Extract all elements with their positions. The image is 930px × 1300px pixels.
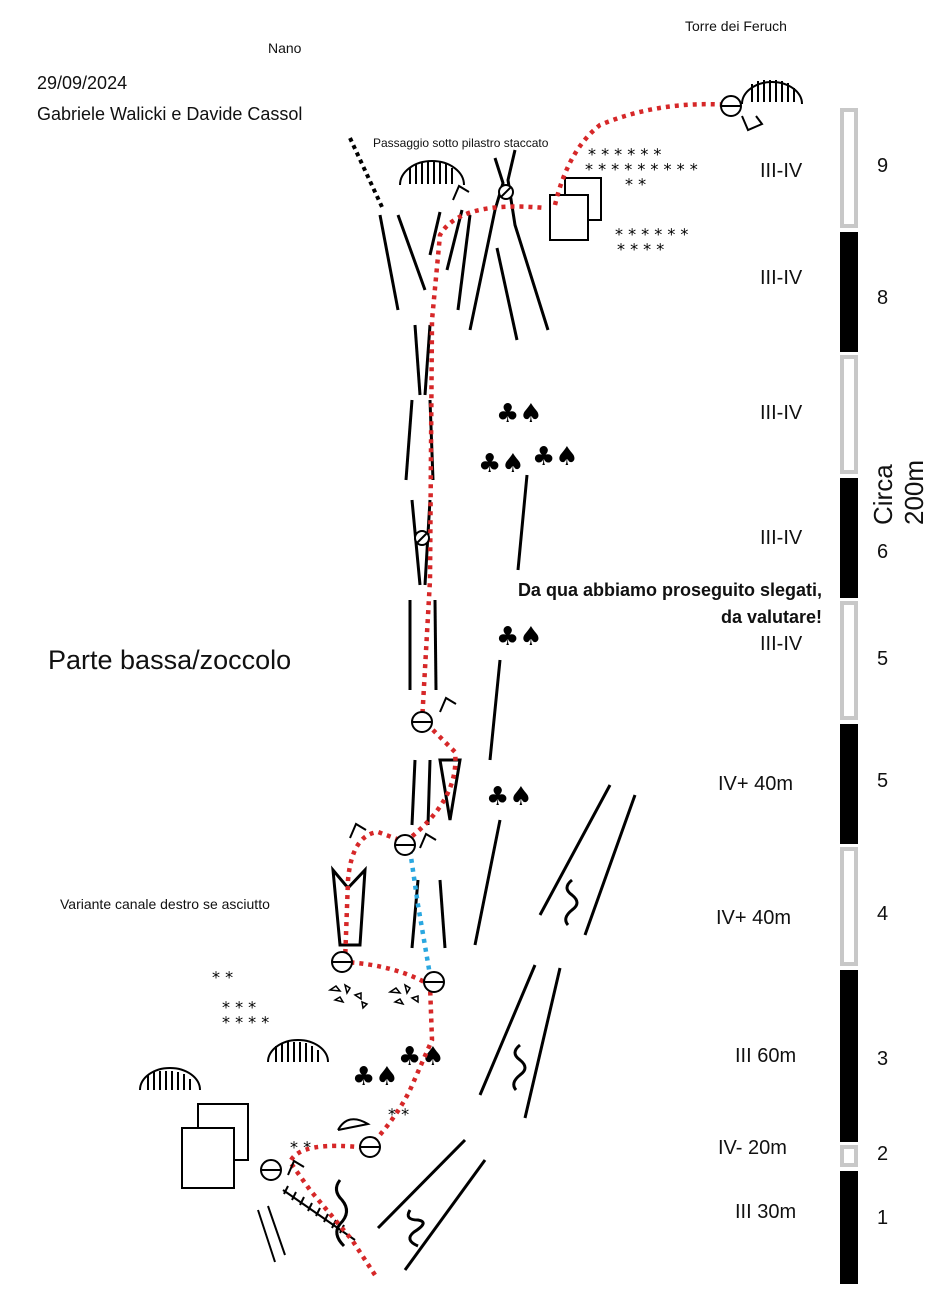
- scale-segment-7: [840, 355, 858, 474]
- unroped-note-line-2: da valutare!: [720, 607, 822, 627]
- svg-text:⁎ ⁎ ⁎ ⁎: ⁎ ⁎ ⁎ ⁎: [617, 235, 664, 254]
- tower-label: Nano: [268, 40, 302, 56]
- pitch-grade-3: III 60m: [735, 1045, 797, 1067]
- peg-icons: [287, 115, 764, 1176]
- route-line: [287, 101, 731, 1277]
- pitch-grade-1: III 30m: [735, 1201, 797, 1223]
- svg-text:⁎ ⁎: ⁎ ⁎: [388, 1100, 409, 1119]
- unroped-note-line-1: Da qua abbiamo proseguito slegati,: [517, 580, 822, 600]
- boulder-icons: [181, 177, 602, 1189]
- tree-icons: ♣♠ ♣♠ ♣♠ ♣♠ ♣♠ ♣♠ ♣♠: [352, 399, 579, 1092]
- pitch-grade-5b: IV+ 40m: [718, 773, 794, 795]
- svg-text:⁎ ⁎ ⁎ ⁎ ⁎ ⁎ ⁎ ⁎ ⁎: ⁎ ⁎ ⁎ ⁎ ⁎ ⁎ ⁎ ⁎ ⁎: [585, 155, 698, 174]
- pitch-grade-2: IV- 20m: [718, 1137, 787, 1159]
- pitch-number-9: 9: [877, 155, 889, 177]
- pitch-number-3: 3: [877, 1048, 889, 1070]
- pitch-number-5a: 5: [877, 648, 889, 670]
- scale-segment-9: [840, 108, 858, 228]
- dome-hatching: [147, 80, 795, 1090]
- pitch-number-2: 2: [877, 1143, 889, 1165]
- scale-segment-8: [840, 232, 858, 352]
- scale-segment-6: [840, 478, 858, 598]
- authors-label: Gabriele Walicki e Davide Cassol: [37, 104, 303, 124]
- belay-icon: [331, 951, 353, 973]
- belay-stations: [260, 95, 742, 1181]
- pitch-grade-5a: III-IV: [760, 633, 803, 655]
- pitch-number-5b: 5: [877, 770, 889, 792]
- gully-lines: [335, 784, 637, 1271]
- svg-text:⁎ ⁎ ⁎ ⁎ ⁎ ⁎: ⁎ ⁎ ⁎ ⁎ ⁎ ⁎: [588, 140, 661, 159]
- scree-icons: [327, 983, 419, 1010]
- svg-text:♣♠: ♣♠: [398, 1042, 445, 1072]
- pitch-number-6: 6: [877, 541, 889, 563]
- rock-dome-icons: [139, 81, 803, 1091]
- svg-text:♣♠: ♣♠: [496, 622, 543, 652]
- svg-text:⁎ ⁎: ⁎ ⁎: [625, 170, 646, 189]
- pitch-grade-6: III-IV: [760, 527, 803, 549]
- upper-chimney-lines: [331, 149, 550, 949]
- svg-text:⁎ ⁎ ⁎ ⁎: ⁎ ⁎ ⁎ ⁎: [222, 1008, 269, 1027]
- svg-text:⁎ ⁎: ⁎ ⁎: [290, 1133, 311, 1152]
- length-scale-bar: [840, 108, 858, 1284]
- scale-segment-5b: [840, 724, 858, 844]
- belay-icon: [411, 711, 433, 733]
- pitch-grade-8: III-IV: [760, 267, 803, 289]
- piton-icons: [414, 184, 514, 546]
- svg-text:⁎ ⁎ ⁎: ⁎ ⁎ ⁎: [222, 993, 256, 1012]
- summit-label: Torre dei Feruch: [685, 18, 787, 34]
- section-label: Parte bassa/zoccolo: [48, 645, 292, 675]
- belay-icon: [720, 95, 742, 117]
- svg-text:♣♠: ♣♠: [496, 399, 543, 429]
- belay-icon: [394, 834, 416, 856]
- pitch-grade-4: IV+ 40m: [716, 907, 792, 929]
- scale-segment-3: [840, 970, 858, 1142]
- belay-icon: [260, 1159, 282, 1181]
- svg-text:♣♠: ♣♠: [478, 449, 525, 479]
- pitch-number-8: 8: [877, 287, 889, 309]
- pitch-grade-7: III-IV: [760, 402, 803, 424]
- passage-label: Passaggio sotto pilastro staccato: [373, 136, 549, 150]
- belay-icon: [423, 971, 445, 993]
- pitch-number-4: 4: [877, 903, 889, 925]
- variant-label: Variante canale destro se asciutto: [60, 896, 270, 912]
- pitch-grade-9: III-IV: [760, 160, 803, 182]
- svg-text:♣♠: ♣♠: [532, 442, 579, 472]
- pitch-number-1: 1: [877, 1207, 889, 1229]
- svg-text:♣♠: ♣♠: [486, 782, 533, 812]
- svg-text:⁎ ⁎: ⁎ ⁎: [212, 963, 233, 982]
- belay-icon: [359, 1136, 381, 1158]
- scale-segment-5a: [840, 601, 858, 720]
- scale-segment-4: [840, 847, 858, 966]
- date-label: 29/09/2024: [37, 73, 128, 93]
- height-label: Circa 200m: [868, 459, 929, 525]
- variant-route-line: [407, 849, 433, 976]
- svg-text:⁎ ⁎ ⁎ ⁎ ⁎ ⁎: ⁎ ⁎ ⁎ ⁎ ⁎ ⁎: [615, 220, 688, 239]
- vegetation-icons: ⁎ ⁎ ⁎ ⁎ ⁎ ⁎ ⁎ ⁎ ⁎ ⁎ ⁎ ⁎ ⁎ ⁎ ⁎ ⁎ ⁎ ⁎ ⁎ ⁎ …: [212, 140, 698, 1152]
- svg-text:♣♠: ♣♠: [352, 1062, 399, 1092]
- scale-segment-1: [840, 1171, 858, 1284]
- scale-segment-2: [840, 1145, 858, 1167]
